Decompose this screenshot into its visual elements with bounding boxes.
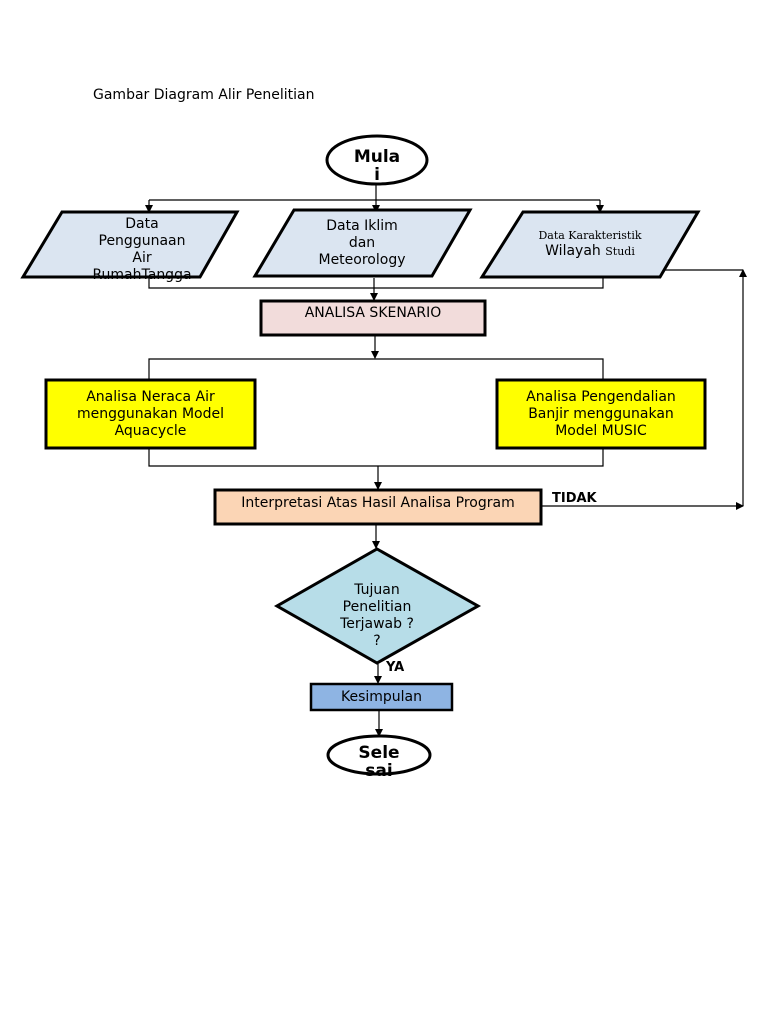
end-label-line1: Sele — [358, 743, 400, 763]
input-water-use-shape — [20, 210, 240, 279]
decision-diamond — [273, 547, 482, 665]
input-water-use-line4: RumahTangga — [92, 267, 192, 283]
input-climate-shape — [252, 208, 473, 278]
input-climate-line2: dan — [348, 235, 376, 251]
input-water-use-line2: Penggunaan — [98, 233, 186, 249]
interpretation-box — [213, 488, 543, 526]
diagram-caption: Gambar Diagram Alir Penelitian — [93, 87, 315, 103]
input-region-line2a: Wilayah — [545, 243, 601, 259]
input-water-use-line1: Data — [125, 216, 159, 232]
end-label: Sele sai — [329, 744, 429, 780]
decision-line2: Penelitian — [342, 599, 412, 615]
flood-control-line2: Banjir menggunakan — [528, 406, 674, 422]
water-balance-line1: Analisa Neraca Air — [86, 389, 215, 405]
scenario-label: ANALISA SKENARIO — [304, 305, 442, 321]
start-label-line2: i — [374, 165, 380, 185]
flood-control-label: Analisa Pengendalian Banjir menggunakan … — [497, 389, 705, 440]
decision-line1: Tujuan — [354, 582, 400, 598]
input-region-shape — [479, 210, 701, 279]
input-climate-line1: Data Iklim — [326, 218, 398, 234]
start-terminal — [325, 134, 429, 186]
input-region-label: Data Karakteristik Wilayah Studi — [500, 229, 680, 260]
start-label: Mula i — [327, 148, 427, 184]
yes-label: YA — [386, 660, 405, 675]
end-terminal — [326, 734, 432, 776]
scenario-box — [259, 299, 487, 337]
input-region-line2b: Studi — [605, 245, 635, 258]
water-balance-box — [44, 378, 257, 450]
water-balance-line3: Aquacycle — [114, 423, 187, 439]
conclusion-label: Kesimpulan — [340, 689, 423, 705]
interpretation-label: Interpretasi Atas Hasil Analisa Program — [241, 495, 515, 511]
input-water-use-label: Data Penggunaan Air RumahTangga — [52, 216, 232, 284]
input-region-line2: Wilayah Studi — [500, 243, 680, 260]
end-label-line2: sai — [365, 761, 393, 781]
input-climate-label: Data Iklim dan Meteorology — [272, 218, 452, 269]
flood-control-line3: Model MUSIC — [555, 423, 647, 439]
input-region-line1: Data Karakteristik — [538, 229, 642, 242]
decision-label: Tujuan Penelitian Terjawab ? ? — [297, 582, 457, 650]
decision-line3: Terjawab ? — [340, 616, 414, 632]
decision-line4: ? — [373, 633, 381, 649]
water-balance-label: Analisa Neraca Air menggunakan Model Aqu… — [46, 389, 255, 440]
edge-analysis-split — [148, 358, 604, 379]
flood-control-line1: Analisa Pengendalian — [526, 389, 676, 405]
conclusion-box — [309, 682, 454, 712]
input-climate-line3: Meteorology — [318, 252, 406, 268]
water-balance-line2: menggunakan Model — [76, 406, 225, 422]
start-label-line1: Mula — [353, 147, 401, 167]
no-label: TIDAK — [552, 491, 597, 506]
edge-inputs-merge — [148, 278, 604, 289]
input-water-use-line3: Air — [132, 250, 152, 266]
edge-analysis-merge — [148, 449, 604, 467]
flood-control-box — [495, 378, 707, 450]
